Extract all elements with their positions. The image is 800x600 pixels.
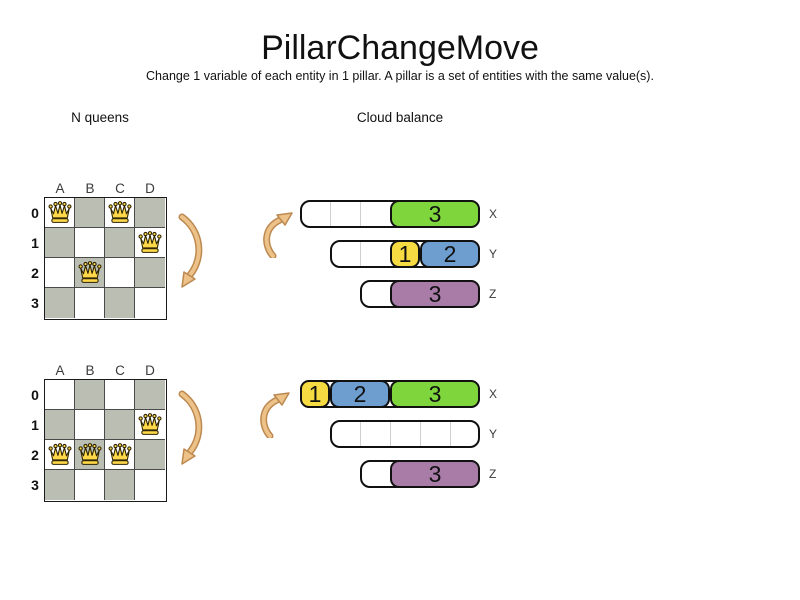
computer-label: Z	[489, 287, 497, 301]
page-title: PillarChangeMove	[261, 29, 539, 67]
board-cell	[45, 288, 75, 318]
board-cell	[135, 470, 165, 500]
process-block: 2	[330, 380, 390, 408]
process-block: 1	[300, 380, 330, 408]
computer-capacity-bar: 3	[360, 280, 480, 308]
capacity-unit-divider	[390, 422, 391, 446]
board-cell	[75, 470, 105, 500]
board-column-header: C	[115, 181, 125, 196]
cloud-section-label: Cloud balance	[356, 110, 444, 125]
board-cell	[135, 440, 165, 470]
board-cell	[135, 380, 165, 410]
computer-capacity-bar: 3	[360, 460, 480, 488]
computer-label: X	[489, 207, 498, 221]
capacity-unit-divider	[360, 422, 361, 446]
board-row-label: 2	[31, 265, 39, 281]
board-cell	[75, 228, 105, 258]
board-cell	[45, 380, 75, 410]
board-row-label: 1	[31, 235, 39, 251]
capacity-unit-divider	[360, 242, 361, 266]
computer-label: Z	[489, 467, 497, 481]
computer-capacity-bar: 3	[300, 200, 480, 228]
board-column-header: D	[145, 181, 155, 196]
board-row-label: 2	[31, 447, 39, 463]
board-row-label: 3	[31, 295, 39, 311]
page-subtitle: Change 1 variable of each entity in 1 pi…	[146, 69, 654, 83]
board-cell	[45, 228, 75, 258]
process-block: 3	[390, 280, 480, 308]
nqueens-move-arrow-icon	[178, 213, 203, 288]
process-block: 3	[390, 200, 480, 228]
board-column-header: B	[85, 181, 95, 196]
board-cell	[75, 410, 105, 440]
nqueens-section-label: N queens	[71, 110, 129, 125]
capacity-unit-divider	[360, 202, 361, 226]
board-column-header: D	[145, 363, 155, 378]
computer-capacity-bar	[330, 420, 480, 448]
computer-label: Y	[489, 247, 498, 261]
board-cell	[75, 380, 105, 410]
board-cell	[105, 380, 135, 410]
capacity-unit-divider	[330, 202, 331, 226]
board-row-label: 0	[31, 205, 39, 221]
process-block: 3	[390, 460, 480, 488]
capacity-unit-divider	[420, 422, 421, 446]
board-cell	[75, 288, 105, 318]
computer-label: Y	[489, 427, 498, 441]
board-cell	[105, 470, 135, 500]
board-cell	[105, 410, 135, 440]
cloud-move-arrow-icon	[263, 212, 293, 258]
process-block: 2	[420, 240, 480, 268]
board-cell	[45, 470, 75, 500]
process-block: 1	[390, 240, 420, 268]
board-cell	[45, 258, 75, 288]
nqueens-move-arrow-icon	[178, 390, 203, 465]
process-block: 3	[390, 380, 480, 408]
board-row-label: 1	[31, 417, 39, 433]
board-column-header: A	[55, 181, 65, 196]
board-cell	[135, 288, 165, 318]
computer-label: X	[489, 387, 498, 401]
board-cell	[105, 288, 135, 318]
board-cell	[75, 198, 105, 228]
board-column-header: B	[85, 363, 95, 378]
board-column-header: A	[55, 363, 65, 378]
board-row-label: 0	[31, 387, 39, 403]
board-cell	[45, 410, 75, 440]
capacity-unit-divider	[450, 422, 451, 446]
board-cell	[135, 258, 165, 288]
board-cell	[105, 258, 135, 288]
board-cell	[135, 198, 165, 228]
cloud-move-arrow-icon	[260, 392, 290, 438]
board-row-label: 3	[31, 477, 39, 493]
board-cell	[105, 228, 135, 258]
board-column-header: C	[115, 363, 125, 378]
